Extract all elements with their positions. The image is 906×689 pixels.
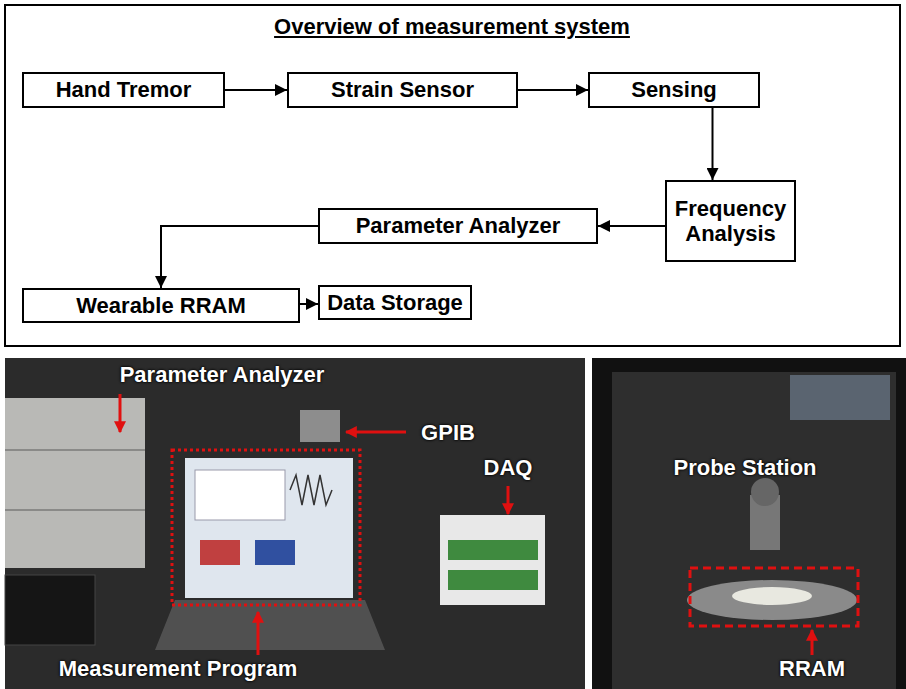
diagram-title: Overview of measurement system bbox=[4, 14, 900, 40]
flow-arrow bbox=[712, 108, 714, 180]
process-box: Frequency Analysis bbox=[665, 180, 796, 262]
photo-annotation: GPIB bbox=[421, 420, 475, 446]
flow-arrow bbox=[300, 303, 318, 305]
box-label: Hand Tremor bbox=[56, 77, 192, 102]
process-box: Sensing bbox=[588, 72, 760, 108]
photo-annotation: DAQ bbox=[484, 455, 533, 481]
process-box: Strain Sensor bbox=[287, 72, 518, 108]
flow-arrow bbox=[225, 89, 287, 91]
photo-annotation: Probe Station bbox=[673, 455, 816, 481]
process-box: Parameter Analyzer bbox=[318, 208, 598, 244]
process-box: Wearable RRAM bbox=[22, 288, 300, 323]
photo-annotation: RRAM bbox=[779, 656, 845, 682]
flow-arrow bbox=[598, 225, 665, 227]
box-label: Frequency Analysis bbox=[674, 196, 787, 247]
flow-arrow bbox=[161, 226, 318, 288]
overview-frame bbox=[5, 5, 900, 346]
probe-station-photo bbox=[592, 358, 906, 689]
box-label: Strain Sensor bbox=[331, 77, 474, 102]
process-box: Data Storage bbox=[318, 285, 472, 320]
box-label: Parameter Analyzer bbox=[356, 213, 561, 238]
box-label: Sensing bbox=[631, 77, 717, 102]
box-label: Wearable RRAM bbox=[76, 293, 246, 318]
photo-annotation: Measurement Program bbox=[59, 656, 297, 682]
box-label: Data Storage bbox=[327, 290, 463, 315]
photo-annotation: Parameter Analyzer bbox=[120, 362, 325, 388]
lab-photo bbox=[5, 358, 585, 689]
process-box: Hand Tremor bbox=[22, 72, 225, 108]
flow-arrow bbox=[518, 89, 588, 91]
